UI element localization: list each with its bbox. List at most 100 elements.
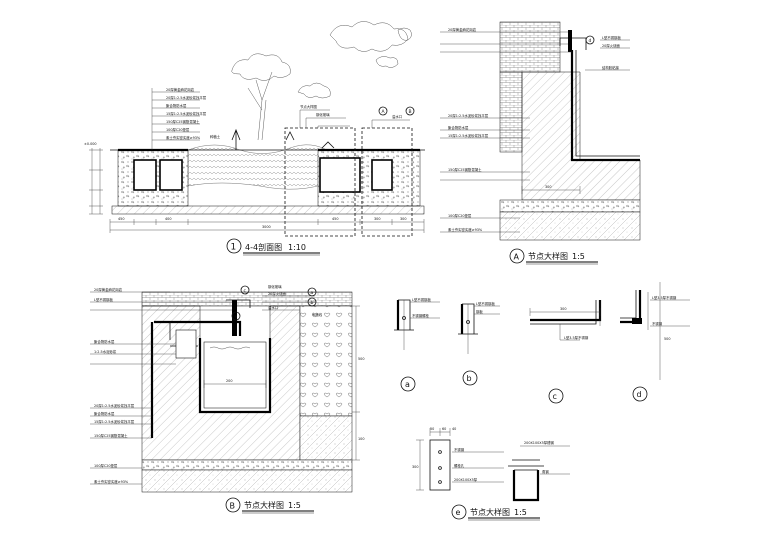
sec-label-1: 20厚1:2.5水泥砂浆找平层 bbox=[166, 95, 207, 100]
detail-b-marker-c: c bbox=[240, 285, 250, 295]
db-label-9: 聚合物防水层 bbox=[94, 411, 115, 416]
da-label-2: 20厚火烧面 bbox=[602, 43, 620, 48]
sb-badge: b bbox=[467, 374, 472, 383]
detail-b-right-earth bbox=[299, 415, 353, 461]
svg-text:节点大样图: 节点大样图 bbox=[470, 507, 510, 517]
sec-label-3: 15厚1:2.5水泥砂浆找平层 bbox=[166, 111, 207, 116]
svg-text:1:10: 1:10 bbox=[288, 243, 306, 252]
right-pool-box bbox=[371, 159, 393, 191]
detail-b-water bbox=[203, 341, 267, 409]
db-label-12: 100厚C20垫层 bbox=[94, 463, 118, 468]
sd-label-1: 不锈钢 bbox=[652, 321, 663, 326]
db-label-3: 20厚黄金麻花岗岩 bbox=[94, 287, 123, 292]
detail-b-marker-e: e bbox=[231, 311, 241, 321]
ref-b-marker: B bbox=[405, 106, 415, 116]
detail-small-c: 300 L型3.5厚不锈钢 c bbox=[529, 300, 602, 404]
dim-2: 400 bbox=[165, 217, 171, 221]
svg-text:节点大样图: 节点大样图 bbox=[244, 500, 284, 510]
sd-badge: d bbox=[637, 390, 642, 399]
detail-a-base bbox=[499, 199, 641, 213]
dim-1: 450 bbox=[118, 217, 124, 221]
detail-small-a: L型不锈钢板 不锈钢螺栓 a bbox=[394, 297, 440, 392]
sc-badge: c bbox=[553, 392, 557, 401]
dim-total: 3000 bbox=[262, 225, 271, 229]
section-leaders bbox=[151, 88, 410, 150]
svg-text:B: B bbox=[230, 502, 236, 511]
da-label-3: 结构胶粘接 bbox=[602, 65, 620, 70]
db-label-7: 1:2.5水泥砂浆 bbox=[94, 349, 117, 354]
detail-b-title: B 节点大样图 1:5 bbox=[225, 497, 314, 514]
db-dim-1: 500 bbox=[358, 357, 364, 361]
svg-text:e: e bbox=[456, 508, 461, 517]
callout-a-box bbox=[284, 127, 356, 237]
detail-a-brick bbox=[499, 21, 561, 73]
da-label-4: 20厚1:2.5水泥砂浆找平层 bbox=[448, 113, 489, 118]
de-dim-3: 300 bbox=[412, 465, 418, 469]
dim-ticks bbox=[109, 219, 425, 233]
de-dim-1: 60 bbox=[442, 427, 446, 431]
db-label-6: 聚合物防水层 bbox=[94, 339, 115, 344]
db-label-5: 水面线 bbox=[312, 312, 323, 317]
svg-text:1:5: 1:5 bbox=[514, 508, 527, 517]
sa-label-0: L型不锈钢板 bbox=[412, 297, 431, 302]
da-label-7: 150厚C25钢筋混凝土 bbox=[448, 167, 482, 172]
detail-a-concrete bbox=[521, 71, 641, 201]
de-label-2: 角钢 bbox=[542, 469, 549, 474]
detail-a-brick-2 bbox=[499, 71, 523, 153]
sec-label-4: 150厚C25钢筋混凝土 bbox=[166, 119, 200, 124]
db-label-10: 15厚1:2.5水泥砂浆找平层 bbox=[94, 419, 135, 424]
svg-text:d: d bbox=[589, 38, 592, 44]
right-pool-basin bbox=[319, 157, 361, 193]
planting-soil bbox=[187, 144, 331, 190]
sec-label-10: 溢水口 bbox=[392, 114, 402, 119]
left-box bbox=[133, 159, 157, 191]
db-label-11: 150厚C25钢筋混凝土 bbox=[94, 433, 128, 438]
elevation-mark: ±0.000 bbox=[84, 142, 97, 146]
detail-small-b: L型不锈钢板 钢板 b bbox=[458, 301, 500, 386]
svg-text:b: b bbox=[311, 300, 314, 306]
db-dim-2: 100 bbox=[358, 437, 364, 441]
detail-b-right-fill bbox=[299, 305, 353, 417]
sb-label-0: L型不锈钢板 bbox=[476, 301, 495, 306]
svg-text:1: 1 bbox=[231, 243, 237, 253]
detail-a: 20厚黄金麻花岗岩 L型不锈钢板 20厚火烧面 结构胶粘接 20厚1:2.5水泥… bbox=[440, 21, 641, 265]
sb-label-1: 钢板 bbox=[476, 309, 483, 314]
svg-text:1:5: 1:5 bbox=[288, 501, 301, 510]
da-label-5: 聚合物防水层 bbox=[448, 125, 469, 130]
da-label-6: 15厚1:2.5水泥砂浆找平层 bbox=[448, 133, 489, 138]
sec-label-5: 100厚C20垫层 bbox=[166, 127, 190, 132]
sd-dim: 500 bbox=[664, 337, 670, 341]
ref-a-marker: A bbox=[378, 106, 388, 116]
base-slab bbox=[111, 205, 425, 215]
sec-label-9: 种植土 bbox=[210, 134, 221, 139]
section-title: 1 4-4剖面图 1:10 bbox=[226, 238, 320, 256]
da-label-0: 20厚黄金麻花岗岩 bbox=[448, 27, 477, 32]
sec-label-8: 钢化玻璃 bbox=[316, 112, 330, 117]
svg-text:a: a bbox=[311, 291, 314, 296]
de-dim-2: 40 bbox=[452, 427, 456, 431]
de-dim-0: 50 bbox=[430, 427, 434, 431]
sec-label-0: 20厚黄金麻花岗岩 bbox=[166, 87, 195, 92]
svg-text:e: e bbox=[235, 315, 238, 320]
de-label-0: 200X100X5厚槽钢 bbox=[524, 440, 555, 445]
sc-label-0: L型3.5厚不锈钢 bbox=[564, 335, 589, 340]
sa-label-1: 不锈钢螺栓 bbox=[412, 313, 430, 318]
detail-a-d-marker: d bbox=[585, 35, 595, 45]
sd-label-0: L型3.5厚不锈钢 bbox=[652, 295, 677, 300]
detail-b-paving bbox=[141, 291, 353, 307]
db-label-1: 20厚火烧面 bbox=[268, 291, 286, 296]
db-label-4: 溢水口 bbox=[268, 305, 278, 310]
callout-b-box bbox=[361, 127, 413, 237]
svg-text:c: c bbox=[244, 289, 247, 294]
svg-text:A: A bbox=[514, 253, 520, 262]
da-dim-0: 300 bbox=[545, 185, 551, 189]
detail-b-marker-a: a bbox=[307, 287, 317, 297]
dim-4: 300 bbox=[374, 217, 380, 221]
svg-text:B: B bbox=[409, 109, 412, 115]
svg-text:4-4剖面图: 4-4剖面图 bbox=[245, 242, 282, 252]
da-label-8: 100厚C20垫层 bbox=[448, 213, 472, 218]
tree-illustration bbox=[231, 21, 412, 141]
svg-text:节点大样图: 节点大样图 bbox=[528, 251, 568, 261]
